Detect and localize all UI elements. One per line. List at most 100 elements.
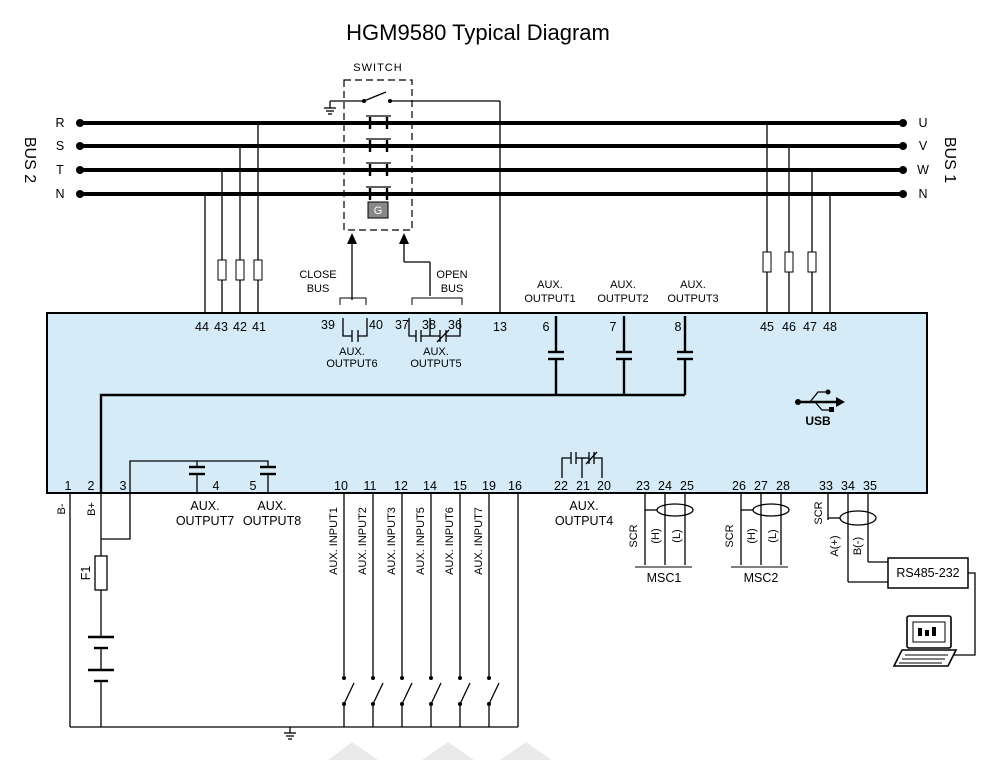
bus2-phase-t: T [56,163,64,177]
terminal-1: 1 [65,479,72,493]
laptop-icon [892,615,958,667]
terminal-38: 38 [422,318,436,332]
rs485-a-label: A(+) [829,535,841,556]
bus2-phase-n: N [55,187,64,201]
terminal-26: 26 [732,479,746,493]
terminal-16: 16 [508,479,522,493]
terminal-44: 44 [195,320,209,334]
terminal-41: 41 [252,320,266,334]
aux-output7-label-1: AUX. [190,499,219,513]
switch-label: SWITCH [353,62,402,74]
aux-output2-label-1: AUX. [610,279,636,291]
aux-output1-label-1: AUX. [537,279,563,291]
msc2-h-label: (H) [746,528,758,543]
aux-input6-label: AUX. INPUT6 [444,507,456,575]
bus2-voltage-wires [204,123,263,313]
rs485-scr-label: SCR [813,501,825,524]
bus1-phase-v: V [919,139,928,153]
b-plus-label: B+ [86,502,98,516]
output6-contact [342,318,368,342]
terminal-40: 40 [369,318,383,332]
watermark [328,742,552,760]
aux-output3-label-2: OUTPUT3 [667,293,718,305]
diagram-title: HGM9580 Typical Diagram [346,20,610,45]
msc1-wiring [635,493,694,568]
aux-output1-label-2: OUTPUT1 [524,293,575,305]
aux-input1-label: AUX. INPUT1 [328,507,340,575]
aux-output8-label-2: OUTPUT8 [243,514,301,528]
aux-input3-label: AUX. INPUT3 [386,507,398,575]
usb-icon [795,389,845,412]
battery-circuit [69,493,518,740]
b-minus-label: B- [56,503,68,514]
controller-body [46,312,928,494]
rs485-232-box-label: RS485-232 [896,566,959,580]
aux-output5-label-1: AUX. [423,346,449,358]
aux-output6-label-2: OUTPUT6 [326,358,377,370]
output5-contact [408,318,461,343]
aux-output6-label-1: AUX. [339,346,365,358]
aux-output3-label-1: AUX. [680,279,706,291]
terminal-34: 34 [841,479,855,493]
msc2-wiring [731,493,790,568]
terminal-8: 8 [675,320,682,334]
terminal-48: 48 [823,320,837,334]
bus1-voltage-wires [762,123,831,313]
terminal-27: 27 [754,479,768,493]
terminal-21: 21 [576,479,590,493]
aux-output7-label-2: OUTPUT7 [176,514,234,528]
terminal-10: 10 [334,479,348,493]
terminal-39: 39 [321,318,335,332]
terminal-4: 4 [213,479,220,493]
aux-output4-contact [561,451,603,478]
terminal-13: 13 [493,320,507,334]
aux-output5-label-2: OUTPUT5 [410,358,461,370]
rs485-wiring [827,493,976,656]
msc2-l-label: (L) [767,529,779,542]
terminal-42: 42 [233,320,247,334]
msc1-scr-label: SCR [628,524,640,547]
terminal-14: 14 [423,479,437,493]
terminal-5: 5 [250,479,257,493]
terminal-11: 11 [364,479,377,493]
terminal-12: 12 [394,479,408,493]
terminal-2: 2 [88,479,95,493]
terminal-45: 45 [760,320,774,334]
aux-input-switches [342,493,519,727]
msc1-label: MSC1 [647,571,682,585]
terminal-33: 33 [819,479,833,493]
terminal-28: 28 [776,479,790,493]
msc1-h-label: (H) [650,528,662,543]
bus1-phase-n: N [918,187,927,201]
terminal-20: 20 [597,479,611,493]
msc2-scr-label: SCR [724,524,736,547]
bus1-label: BUS 1 [941,137,958,183]
aux-output2-label-2: OUTPUT2 [597,293,648,305]
aux-output4-label-1: AUX. [569,499,598,513]
terminal-22: 22 [554,479,568,493]
terminal-46: 46 [782,320,796,334]
terminal-7: 7 [610,320,617,334]
terminal-6: 6 [543,320,550,334]
bus1-phase-w: W [917,163,929,177]
aux-input7-label: AUX. INPUT7 [473,507,485,575]
terminal-36: 36 [448,318,462,332]
bus2-phase-r: R [55,116,64,130]
terminal-43: 43 [214,320,228,334]
bus1-phase-u: U [918,116,927,130]
aux-output4-label-2: OUTPUT4 [555,514,613,528]
aux-output-1-3-wiring [99,316,693,493]
open-bus-label-2: BUS [441,283,464,295]
aux-input5-label: AUX. INPUT5 [415,507,427,575]
usb-label: USB [805,414,831,428]
fuse-f1-label: F1 [79,566,93,581]
terminal-47: 47 [803,320,817,334]
terminal-15: 15 [453,479,467,493]
terminal-35: 35 [863,479,877,493]
switch-g-label: G [374,205,383,217]
aux-output8-label-1: AUX. [257,499,286,513]
close-bus-label-1: CLOSE [299,269,336,281]
msc2-label: MSC2 [744,571,779,585]
bus2-phase-s: S [56,139,64,153]
msc1-l-label: (L) [671,529,683,542]
